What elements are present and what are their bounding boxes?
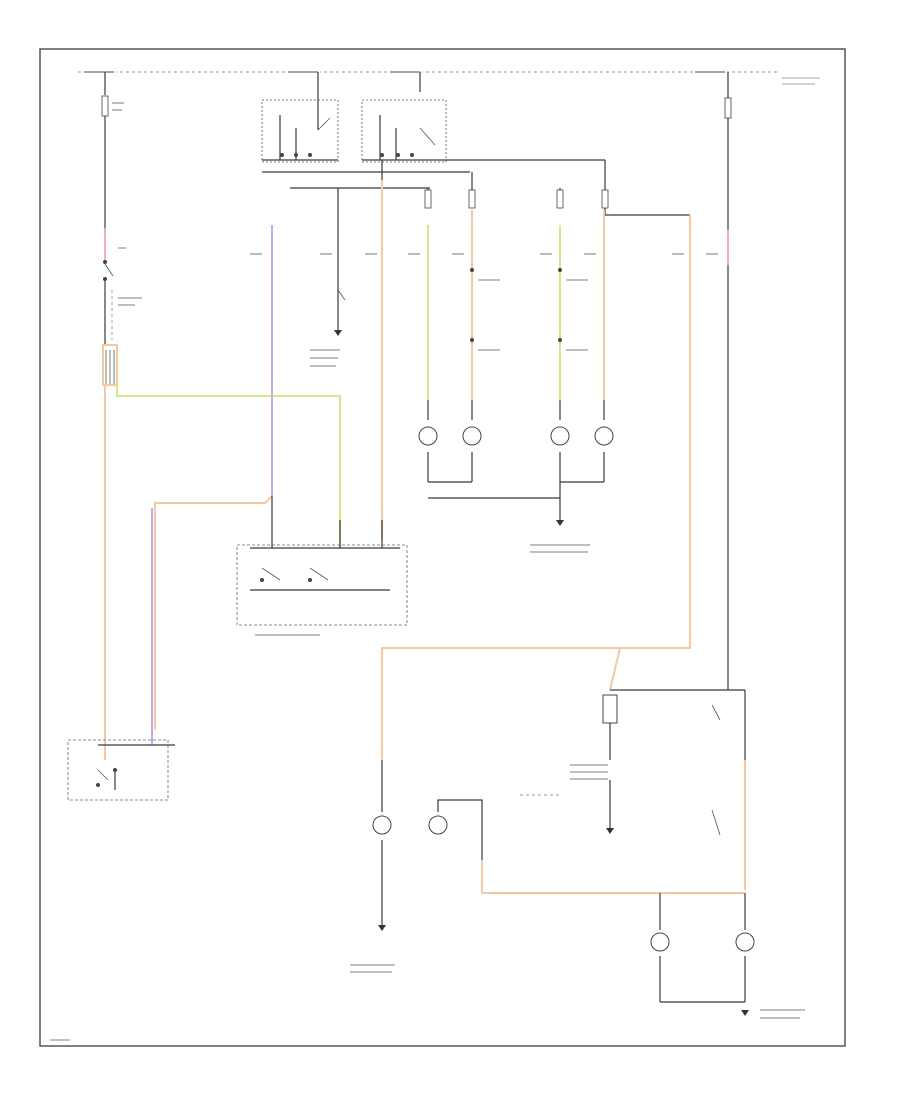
fuse-symbol <box>101 95 109 117</box>
relay-right <box>361 72 605 163</box>
headlamp-bulbs <box>418 400 614 526</box>
left-connector <box>102 344 118 386</box>
lower-module <box>520 689 746 890</box>
courtesy-lamps <box>372 760 755 1016</box>
relay-left <box>261 72 339 163</box>
lower-left-switch <box>67 739 175 801</box>
label-marks <box>50 247 805 1041</box>
left-fuse-feed <box>101 72 142 345</box>
wire-orange-long <box>381 215 691 760</box>
switch-box <box>236 496 408 626</box>
power-bus-labels <box>78 69 820 85</box>
wire-orange-2 <box>154 495 273 730</box>
lamp-fuses <box>424 172 609 209</box>
center-ground-branch <box>334 188 346 336</box>
diagram-frame <box>39 48 846 1047</box>
wire-yellow-green <box>116 385 341 548</box>
